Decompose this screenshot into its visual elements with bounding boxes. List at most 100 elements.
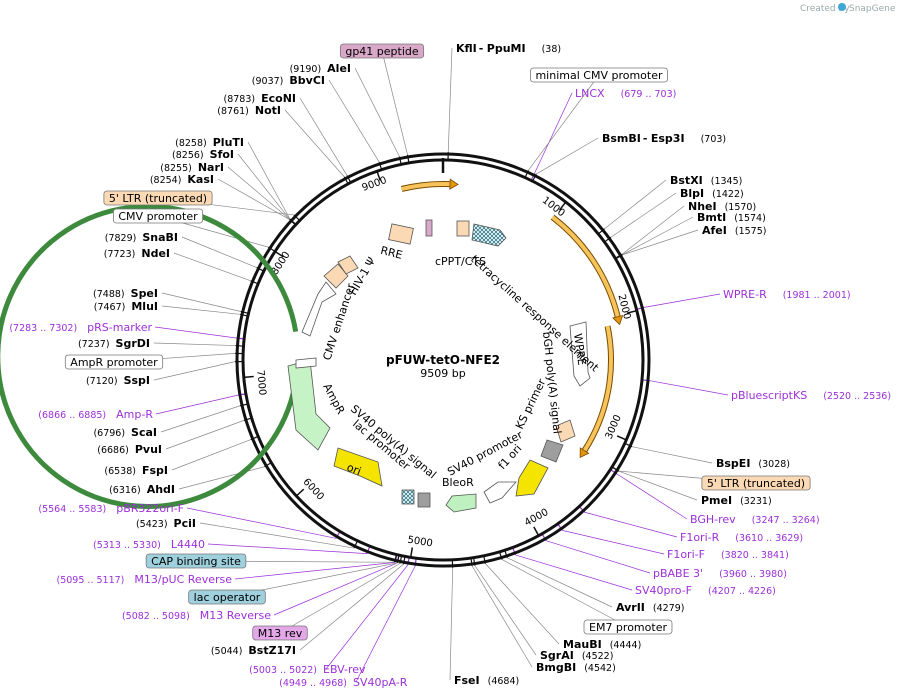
site-position: (4542) [584,663,616,674]
leader-line [173,252,251,282]
leader-line [449,567,454,681]
hiv-psi-box [323,263,349,289]
tick-mark [376,170,382,181]
site-position: (7467) [94,302,126,313]
site-position: (8256) [172,150,204,161]
primer-position: (5313 .. 5330) [93,540,161,551]
site-name: AvrII [616,601,645,614]
rre-box [388,223,414,245]
wpre-arrow [569,321,591,387]
leader-line [325,564,409,670]
site-name: SgrAI [540,649,574,662]
sv40-promoter-arrow [483,481,517,504]
arc-top [401,182,451,191]
tick-mark [295,488,305,497]
primer-name: L4440 [171,538,205,551]
site-position: (9190) [290,64,322,75]
leader-line [562,530,665,555]
site-position: (7829) [105,233,137,244]
site-position: (7237) [78,339,110,350]
primer-name: pRS-marker [87,321,152,334]
site-name: NheI [688,200,717,213]
feature-label-box [188,589,266,605]
site-name: PciI [174,517,196,530]
feature-label: M13 rev [258,627,303,640]
bleo-label: BleoR [442,476,474,489]
site-name: AfeI [702,224,727,237]
leader-line [181,236,257,268]
site-position: (3028) [758,459,790,470]
primer-name: EBV-rev [323,663,366,676]
leader-line [178,466,265,490]
leader-line [153,361,236,381]
leader-line [171,439,251,471]
leader-line [299,97,348,176]
tre-arrow [471,223,507,247]
feature-label: gp41 peptide [345,45,419,58]
backbone-outer [235,152,651,568]
feature-arcs [0,178,624,509]
tick-mark [409,547,414,558]
primer-name: pBR322ori-F [116,502,184,515]
site-position: (7120) [86,376,118,387]
feature-label: EM7 promoter [589,621,667,634]
leader-line [616,473,688,520]
site-name: NarI [198,161,224,174]
feature-label: lac operator [194,591,261,604]
leader-line [622,216,694,256]
backbone [235,152,651,568]
site-name: SpeI [131,287,158,300]
leader-line [610,192,677,238]
leader-line [354,67,400,157]
primer-name: pBluescriptKS [731,389,807,402]
ampr-promoter-arrow [295,357,317,369]
tick-mark [274,250,284,258]
site-name: NdeI [141,247,170,260]
site-position: (1574) [734,213,766,224]
tick-label: 7000 [254,370,267,396]
site-position: (6538) [104,466,136,477]
site-position: (4279) [653,603,685,614]
snapgene-logo-icon [838,3,846,11]
feature-label-box [64,354,164,370]
site-name: BmtI [697,211,726,224]
feature-label-box [583,619,673,635]
site-position: (5044) [211,646,243,657]
primer-name: pBABE 3' [653,567,703,580]
site-name: EcoNI [261,92,296,105]
tick-mark [616,435,627,441]
ampr-label: AmpR [320,381,347,416]
site-name: PpuMI [487,42,526,55]
site-position: (8254) [150,175,182,186]
site-name: Esp3I [651,132,685,145]
leader-line [536,137,599,175]
feature-label: CMV promoter [118,210,198,223]
site-position: (1575) [735,226,767,237]
feature-label-box [103,190,213,206]
leader-line [474,565,537,656]
leader-line [284,109,345,178]
leader-line [328,79,380,163]
leader-line [501,559,629,628]
primer-name: BGH-rev [690,513,736,526]
leader-line [199,522,355,549]
plasmid-length: 9509 bp [420,367,465,380]
leader-lines [113,47,757,683]
leader-line [299,563,404,651]
site-position: (7723) [104,249,136,260]
leader-line [247,141,291,220]
site-position: (6686) [97,445,129,456]
primer-position: (4207 .. 4226) [708,586,776,597]
cppt-box [456,220,470,237]
primer-position: (2520 .. 2536) [823,391,891,402]
site-name: BsmBI [602,132,641,145]
leader-line [545,540,651,574]
leader-line [234,562,396,580]
primer-position: (3247 .. 3264) [752,515,820,526]
ks-box [540,439,564,463]
leader-line [355,565,416,683]
leader-line [161,305,241,315]
site-name: BbvCI [289,74,325,87]
tick-mark [626,309,638,314]
